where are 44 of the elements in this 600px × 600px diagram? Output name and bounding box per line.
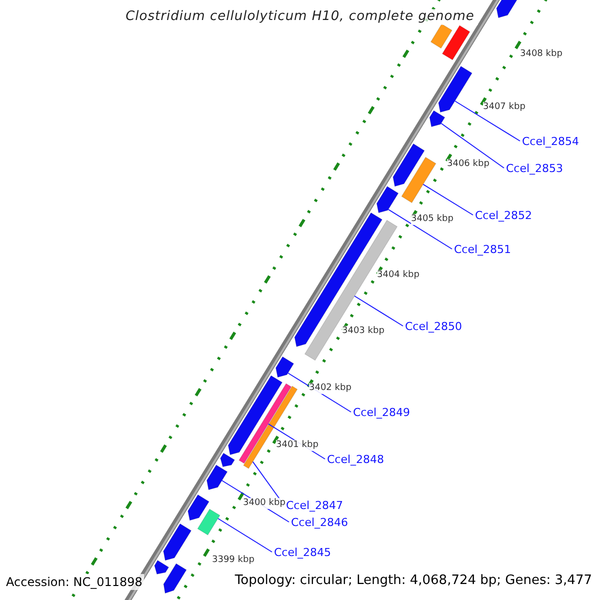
scale-label: 3403 kbp (342, 326, 384, 337)
gene-bar (430, 24, 452, 49)
scale-label: 3401 kbp (276, 440, 318, 451)
gene-block (163, 523, 192, 561)
scale-label: 3407 kbp (483, 102, 526, 113)
gene-label: Ccel_2846 (291, 516, 348, 529)
gene-block (163, 563, 187, 594)
scale-label: 3408 kbp (520, 49, 562, 60)
gene-bar (304, 220, 398, 361)
gene-block (206, 464, 228, 490)
scale-label: 3399 kbp (212, 555, 254, 566)
gene-bar (243, 386, 298, 469)
gene-block (154, 560, 170, 574)
leader-line (388, 208, 452, 250)
scale-label: 3406 kbp (447, 159, 490, 170)
gene-label: Ccel_2847 (286, 499, 344, 512)
gene-bar (401, 156, 436, 204)
gene-block (392, 143, 425, 187)
gene-label: Ccel_2853 (506, 162, 564, 175)
gene-bar (197, 508, 220, 536)
scale-label: 3405 kbp (411, 214, 454, 225)
gene-label: Ccel_2849 (353, 406, 410, 419)
leader-line (440, 122, 504, 168)
gene-label: Ccel_2845 (274, 546, 332, 559)
gene-label: Ccel_2852 (475, 209, 532, 222)
gene-block (429, 110, 446, 128)
accession-text: Accession: NC_011898 (4, 574, 144, 590)
gene-label: Ccel_2851 (454, 243, 512, 256)
gene-block (376, 186, 399, 214)
gene-label: Ccel_2848 (327, 453, 384, 466)
scale-label: 3400 kbp (243, 498, 286, 509)
gene-block (438, 66, 472, 113)
gene-block (275, 356, 294, 378)
leader-line (454, 100, 520, 142)
scale-label: 3402 kbp (309, 383, 352, 394)
genome-info-text: Topology: circular; Length: 4,068,724 bp; Genes: 3,477 (232, 572, 594, 590)
gene-label: Ccel_2854 (522, 135, 580, 148)
gene-label: Ccel_2850 (405, 320, 462, 333)
gene-bar (442, 25, 470, 60)
gene-block (188, 494, 210, 521)
leader-line (422, 184, 474, 216)
scale-label: 3404 kbp (377, 270, 420, 281)
gene-block (220, 452, 236, 468)
leader-line (354, 296, 404, 326)
